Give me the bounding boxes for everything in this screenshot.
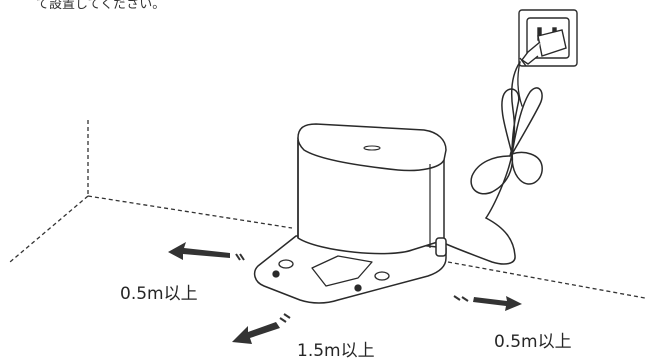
clearance-left-label: 0.5m以上 [120, 284, 198, 304]
power-cable-icon [445, 61, 543, 265]
arrow-front-icon [232, 313, 291, 344]
power-plug-icon [519, 29, 567, 67]
charging-dock-icon [253, 123, 447, 304]
arrow-right-icon [453, 295, 522, 311]
charging-contacts [272, 259, 390, 292]
dock-base-recess [311, 255, 373, 287]
room-boundary [9, 120, 646, 299]
clearance-front-label: 1.5m以上 [297, 341, 375, 361]
floor-left-line [9, 195, 89, 263]
arrow-left-icon [168, 242, 245, 261]
floor-back-line-right [447, 261, 646, 299]
floor-back-line [87, 195, 293, 229]
instruction-text: て設置してください。 [36, 0, 166, 12]
dock-tower-top [297, 123, 447, 172]
clearance-right-label: 0.5m以上 [494, 332, 572, 352]
dock-cable-port [435, 237, 447, 257]
